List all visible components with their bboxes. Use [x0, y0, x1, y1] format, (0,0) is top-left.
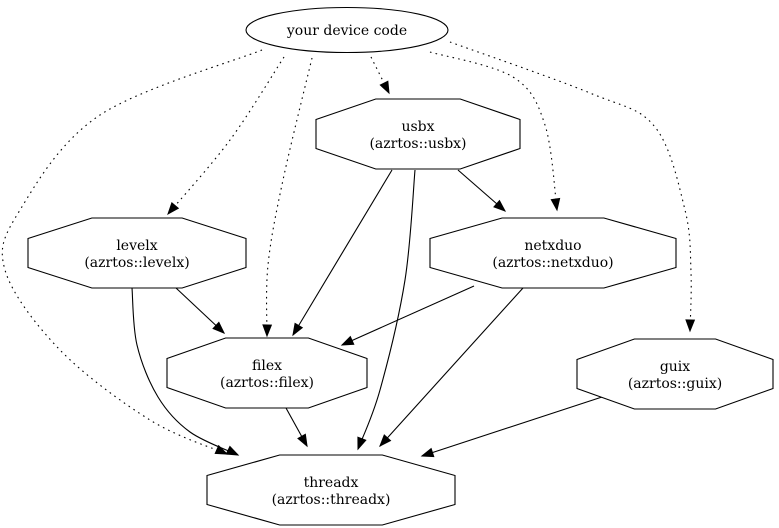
edge-device-code-usbx — [370, 56, 390, 94]
guix-sublabel: (azrtos::guix) — [628, 376, 722, 392]
node-netxduo: netxduo(azrtos::netxduo) — [429, 217, 677, 289]
filex-octagon — [166, 337, 368, 409]
arrowhead-usbx-filex — [292, 322, 304, 337]
arrowhead-netxduo-threadx — [379, 434, 392, 448]
edge-guix-threadx — [421, 396, 603, 457]
arrowhead-levelx-filex — [212, 321, 226, 334]
arrowhead-device-code-filex — [262, 324, 273, 338]
node-levelx: levelx(azrtos::levelx) — [27, 217, 247, 289]
arrowhead-netxduo-filex — [340, 335, 355, 346]
guix-label: guix — [660, 359, 690, 375]
edge-netxduo-threadx — [379, 287, 524, 447]
arrowhead-levelx-threadx — [225, 445, 240, 456]
node-usbx: usbx(azrtos::usbx) — [315, 98, 521, 170]
edge-usbx-filex — [292, 169, 393, 336]
usbx-octagon — [315, 98, 521, 170]
arrowhead-usbx-netxduo — [493, 199, 507, 212]
node-device-code: your device code — [245, 6, 449, 54]
device-code-ellipse — [245, 6, 449, 54]
levelx-sublabel: (azrtos::levelx) — [84, 255, 189, 271]
arrowhead-device-code-guix — [685, 319, 696, 333]
levelx-octagon — [27, 217, 247, 289]
edge-netxduo-filex — [341, 285, 475, 346]
arrowhead-usbx-threadx — [357, 436, 367, 451]
node-threadx: threadx(azrtos::threadx) — [206, 454, 456, 526]
threadx-octagon — [206, 454, 456, 526]
device-code-label: your device code — [286, 23, 407, 39]
arrowhead-device-code-usbx — [379, 80, 390, 95]
threadx-label: threadx — [304, 475, 359, 491]
node-guix: guix(azrtos::guix) — [576, 338, 774, 410]
edge-device-code-levelx — [167, 56, 285, 215]
edge-usbx-threadx — [357, 169, 416, 450]
edge-device-code-filex — [265, 57, 313, 337]
usbx-sublabel: (azrtos::usbx) — [369, 136, 466, 152]
arrowhead-filex-threadx — [297, 433, 308, 448]
arrowhead-device-code-threadx — [214, 444, 229, 455]
filex-sublabel: (azrtos::filex) — [220, 375, 314, 391]
arrowhead-guix-threadx — [420, 447, 435, 458]
usbx-label: usbx — [401, 119, 434, 135]
arrowhead-device-code-netxduo — [550, 197, 561, 212]
edge-device-code-guix — [449, 41, 692, 332]
threadx-sublabel: (azrtos::threadx) — [272, 492, 391, 508]
filex-label: filex — [252, 358, 282, 374]
node-filex: filex(azrtos::filex) — [166, 337, 368, 409]
netxduo-label: netxduo — [524, 238, 581, 254]
edge-device-code-threadx — [1, 49, 263, 455]
netxduo-octagon — [429, 217, 677, 289]
netxduo-sublabel: (azrtos::netxduo) — [492, 255, 613, 271]
edge-levelx-threadx — [131, 287, 239, 456]
guix-octagon — [576, 338, 774, 410]
levelx-label: levelx — [116, 238, 157, 254]
arrowhead-device-code-levelx — [167, 202, 180, 216]
